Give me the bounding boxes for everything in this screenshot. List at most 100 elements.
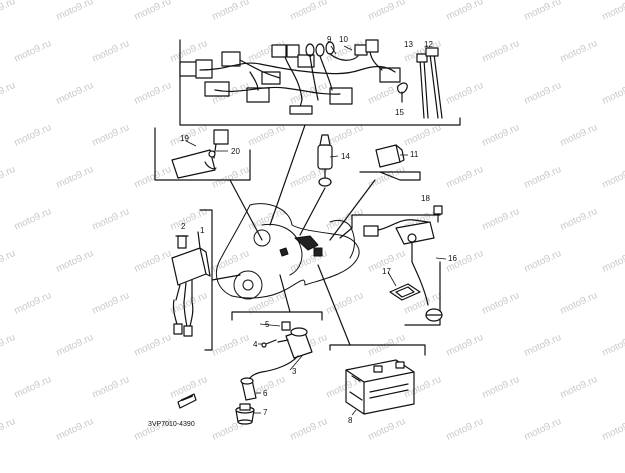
watermark-text: moto9.ru	[55, 416, 95, 443]
wire-harness	[179, 39, 401, 115]
cable-tie-12	[425, 47, 443, 119]
screw-18	[433, 205, 443, 223]
leader-line	[269, 124, 306, 226]
sender-group-bracket-right	[404, 261, 441, 326]
watermark-text: moto9.ru	[133, 248, 173, 275]
bolt-2	[175, 235, 189, 249]
watermark-text: moto9.ru	[325, 290, 365, 317]
watermark-text: moto9.ru	[55, 248, 95, 275]
watermark-text: moto9.ru	[481, 206, 521, 233]
watermark-text: moto9.ru	[523, 248, 563, 275]
callout-9: 9	[327, 35, 332, 44]
callout-20: 20	[231, 147, 240, 156]
watermark-text: moto9.ru	[133, 0, 173, 23]
watermark-text: moto9.ru	[559, 290, 599, 317]
watermark-text: moto9.ru	[211, 0, 251, 23]
fuel-sender-16	[363, 219, 443, 322]
bolt-5	[281, 321, 291, 331]
callout-12: 12	[424, 40, 433, 49]
watermark-text: moto9.ru	[523, 80, 563, 107]
watermark-text: moto9.ru	[289, 416, 329, 443]
callout-13: 13	[404, 40, 413, 49]
watermark-text: moto9.ru	[0, 416, 17, 443]
watermark-text: moto9.ru	[445, 80, 485, 107]
watermark-text: moto9.ru	[91, 374, 131, 401]
switch-group-bracket	[154, 127, 251, 181]
watermark-text: moto9.ru	[91, 206, 131, 233]
watermark-text: moto9.ru	[0, 0, 17, 23]
watermark-text: moto9.ru	[0, 164, 17, 191]
watermark-text: moto9.ru	[559, 374, 599, 401]
watermark-text: moto9.ru	[211, 164, 251, 191]
battery-8	[345, 359, 415, 415]
watermark-text: moto9.ru	[247, 206, 287, 233]
cap-7	[235, 403, 255, 425]
watermark-text: moto9.ru	[247, 290, 287, 317]
watermark-text: moto9.ru	[481, 38, 521, 65]
callout-1: 1	[200, 226, 205, 235]
callout-14: 14	[341, 152, 350, 161]
watermark-text: moto9.ru	[91, 122, 131, 149]
relay-bracket	[359, 171, 421, 181]
watermark-text: moto9.ru	[91, 290, 131, 317]
leader-line	[229, 179, 263, 241]
watermark-text: moto9.ru	[91, 38, 131, 65]
watermark-text: moto9.ru	[481, 374, 521, 401]
diagram-code: 3VP7010-4390	[148, 421, 195, 428]
watermark-text: moto9.ru	[481, 122, 521, 149]
clip-15	[397, 82, 408, 103]
watermark-text: moto9.ru	[133, 80, 173, 107]
plug-cap-6	[240, 377, 257, 401]
watermark-text: moto9.ru	[367, 416, 407, 443]
callout-16: 16	[448, 254, 457, 263]
callout-leaders	[185, 45, 447, 416]
callout-4: 4	[253, 340, 258, 349]
watermark-text: moto9.ru	[601, 0, 625, 23]
watermark-text: moto9.ru	[445, 0, 485, 23]
watermark-text: moto9.ru	[445, 416, 485, 443]
watermark-text: moto9.ru	[13, 374, 53, 401]
screw-4	[261, 339, 277, 348]
watermark-text: moto9.ru	[13, 122, 53, 149]
watermark-text: moto9.ru	[133, 164, 173, 191]
watermark-text: moto9.ru	[13, 206, 53, 233]
callout-3: 3	[292, 367, 297, 376]
watermark-text: moto9.ru	[601, 164, 625, 191]
watermark-text: moto9.ru	[0, 80, 17, 107]
coil-group-bracket	[231, 311, 323, 321]
relay-11	[375, 144, 405, 168]
watermark-text: moto9.ru	[559, 122, 599, 149]
callout-10: 10	[339, 35, 348, 44]
callout-6: 6	[263, 389, 268, 398]
cdi-unit-1	[171, 247, 211, 337]
watermark-text: moto9.ru	[211, 332, 251, 359]
watermark-text: moto9.ru	[289, 0, 329, 23]
watermark-text: moto9.ru	[601, 80, 625, 107]
watermark-text: moto9.ru	[523, 332, 563, 359]
leader-line	[329, 179, 376, 241]
callout-8: 8	[348, 416, 353, 425]
watermark-text: moto9.ru	[601, 416, 625, 443]
watermark-text: moto9.ru	[367, 164, 407, 191]
watermark-text: moto9.ru	[0, 248, 17, 275]
gasket-17	[389, 283, 421, 301]
battery-group-bracket	[329, 344, 426, 356]
ignition-coil-3	[247, 327, 313, 385]
leader-line	[197, 231, 201, 249]
watermark-text: moto9.ru	[559, 206, 599, 233]
watermark-text: moto9.ru	[13, 290, 53, 317]
switch-assembly	[171, 129, 229, 179]
leader-line	[279, 274, 291, 313]
watermark-text: moto9.ru	[289, 248, 329, 275]
leader-line	[299, 187, 326, 236]
watermark-text: moto9.ru	[559, 38, 599, 65]
callout-17: 17	[382, 267, 391, 276]
callout-11: 11	[410, 150, 419, 159]
watermark-text: moto9.ru	[55, 80, 95, 107]
watermark-text: moto9.ru	[523, 0, 563, 23]
harness-group-bracket	[179, 39, 461, 126]
watermark-text: moto9.ru	[247, 122, 287, 149]
part-14	[317, 134, 333, 187]
